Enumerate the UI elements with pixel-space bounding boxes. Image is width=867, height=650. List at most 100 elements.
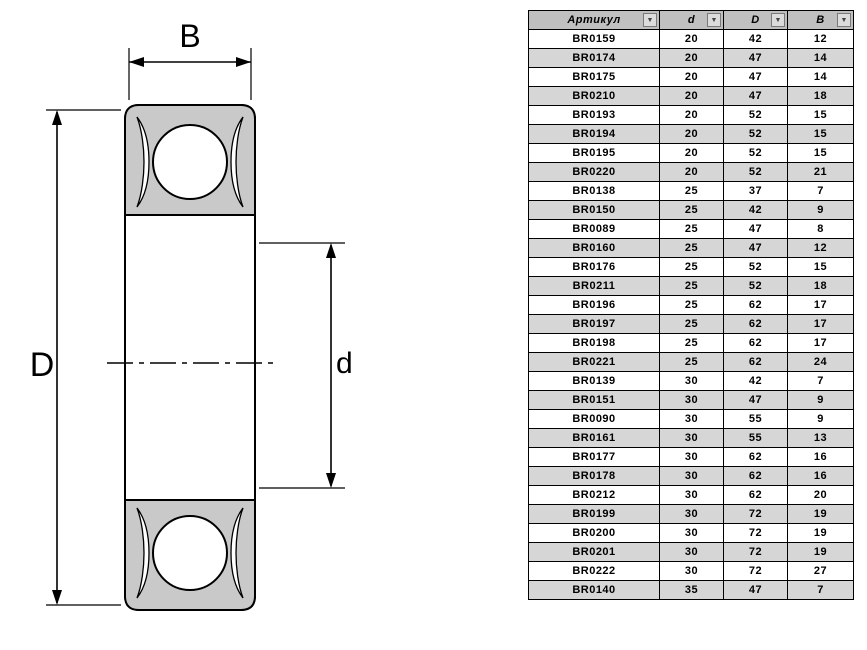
table-cell: BR0196 <box>528 295 660 315</box>
table-cell: BR0198 <box>528 333 660 353</box>
table-cell: 30 <box>659 542 724 562</box>
ball-bottom <box>152 515 228 591</box>
arrowhead-down-icon <box>326 473 336 488</box>
table-cell: 30 <box>659 523 724 543</box>
header-B: B ▼ <box>787 10 854 30</box>
table-cell: 25 <box>659 314 724 334</box>
table-cell: 25 <box>659 181 724 201</box>
table-cell: 25 <box>659 238 724 258</box>
table-cell: 17 <box>787 333 854 353</box>
table-cell: 30 <box>659 371 724 391</box>
table-cell: 25 <box>659 257 724 277</box>
table-cell: 62 <box>723 466 788 486</box>
table-cell: 15 <box>787 124 854 144</box>
table-cell: 52 <box>723 162 788 182</box>
header-artikul: Артикул ▼ <box>528 10 660 30</box>
table-cell: 72 <box>723 504 788 524</box>
table-cell: BR0139 <box>528 371 660 391</box>
table-cell: 19 <box>787 504 854 524</box>
table-cell: BR0138 <box>528 181 660 201</box>
table-cell: BR0194 <box>528 124 660 144</box>
table-cell: BR0222 <box>528 561 660 581</box>
filter-button-d[interactable]: ▼ <box>707 13 721 27</box>
table-cell: BR0150 <box>528 200 660 220</box>
table-cell: 62 <box>723 295 788 315</box>
table-cell: 25 <box>659 276 724 296</box>
table-cell: 42 <box>723 200 788 220</box>
filter-button-D[interactable]: ▼ <box>771 13 785 27</box>
table-cell: 15 <box>787 257 854 277</box>
table-cell: BR0221 <box>528 352 660 372</box>
table-cell: 47 <box>723 580 788 600</box>
table-cell: 55 <box>723 428 788 448</box>
table-cell: 18 <box>787 276 854 296</box>
table-cell: 24 <box>787 352 854 372</box>
table-cell: 9 <box>787 390 854 410</box>
table-cell: 30 <box>659 466 724 486</box>
dimension-d: d <box>259 242 353 489</box>
table-cell: 30 <box>659 447 724 467</box>
table-cell: 15 <box>787 143 854 163</box>
arrowhead-left-icon <box>129 57 144 67</box>
table-cell: 30 <box>659 390 724 410</box>
table-cell: 62 <box>723 333 788 353</box>
header-label: d <box>687 14 696 26</box>
table-cell: 20 <box>659 124 724 144</box>
bearing-drawing: B D d <box>30 18 353 611</box>
table-cell: 35 <box>659 580 724 600</box>
seal-bottom-right <box>230 507 244 599</box>
filter-dropdown-icon: ▼ <box>646 16 654 24</box>
table-cell: 9 <box>787 409 854 429</box>
table-cell: BR0220 <box>528 162 660 182</box>
table-cell: 42 <box>723 371 788 391</box>
header-d: d ▼ <box>659 10 724 30</box>
dimension-D: D <box>30 109 121 606</box>
filter-button-artikul[interactable]: ▼ <box>643 13 657 27</box>
filter-button-B[interactable]: ▼ <box>837 13 851 27</box>
arrowhead-down-icon <box>52 590 62 605</box>
table-cell: 14 <box>787 48 854 68</box>
table-cell: BR0089 <box>528 219 660 239</box>
table-cell: 7 <box>787 580 854 600</box>
header-label: D <box>751 14 760 26</box>
dimension-B: B <box>128 18 252 100</box>
table-cell: BR0140 <box>528 580 660 600</box>
table-cell: 20 <box>787 485 854 505</box>
table-cell: 47 <box>723 219 788 239</box>
table-cell: 20 <box>659 143 724 163</box>
table-cell: 25 <box>659 200 724 220</box>
table-cell: 37 <box>723 181 788 201</box>
table-cell: BR0160 <box>528 238 660 258</box>
table-cell: 25 <box>659 333 724 353</box>
table-cell: BR0193 <box>528 105 660 125</box>
table-cell: BR0159 <box>528 29 660 49</box>
table-cell: 62 <box>723 447 788 467</box>
table-cell: 20 <box>659 48 724 68</box>
table-cell: BR0197 <box>528 314 660 334</box>
ball-top <box>152 124 228 200</box>
table-cell: 19 <box>787 523 854 543</box>
header-label: B <box>816 14 825 26</box>
table-cell: BR0151 <box>528 390 660 410</box>
table-cell: BR0201 <box>528 542 660 562</box>
table-cell: 15 <box>787 105 854 125</box>
filter-dropdown-icon: ▼ <box>710 16 718 24</box>
filter-dropdown-icon: ▼ <box>774 16 782 24</box>
table-cell: 17 <box>787 314 854 334</box>
